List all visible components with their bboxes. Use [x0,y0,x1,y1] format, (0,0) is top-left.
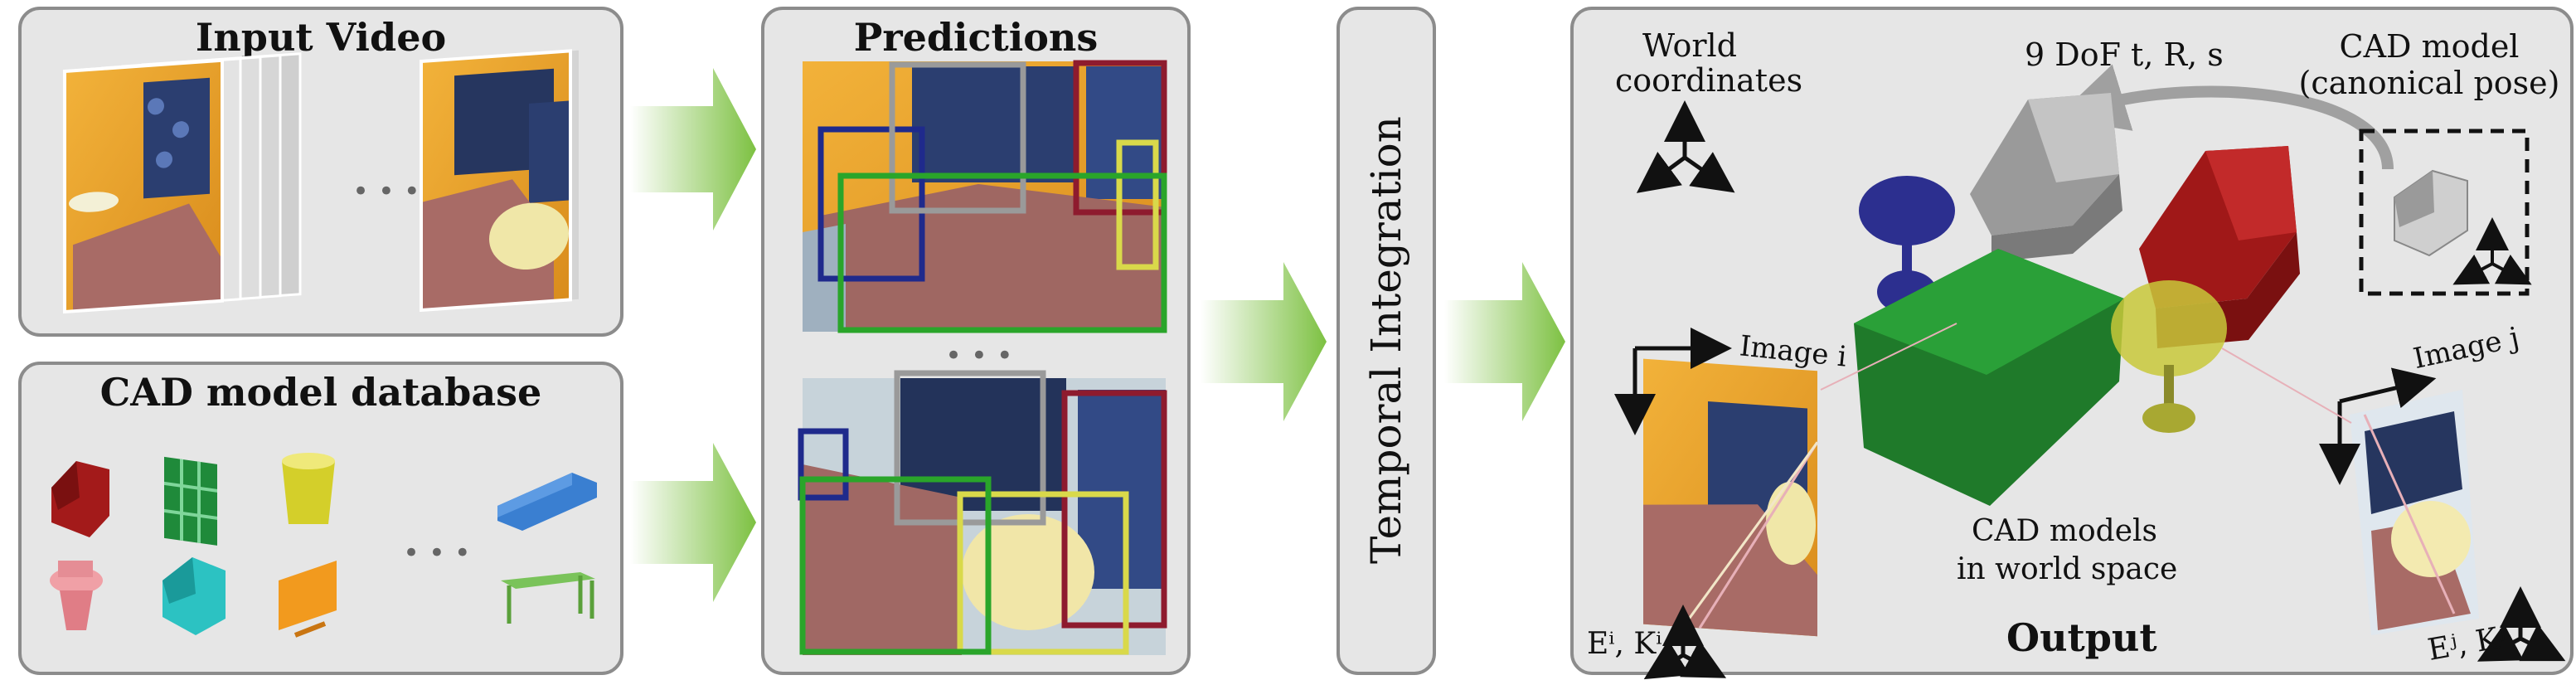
video-ellipsis: • • • [352,175,420,208]
canonical-chair [2394,169,2468,257]
input-video-title: Input Video [195,15,447,60]
canonical-pose-box [2359,129,2530,296]
predictions-title: Predictions [853,15,1099,60]
video-frame-last [420,49,579,313]
canonical-axes-icon [2452,217,2532,285]
cad-thumb-blue-sofa [497,473,597,531]
pred-box-red-2 [1061,390,1167,629]
cad-thumb-orange-tv [279,561,337,638]
scene-yellow-table [2111,280,2227,433]
scene-green-table [1854,249,2124,506]
pred-box-blue [817,126,925,282]
cad-thumb-green-shelf [164,456,217,546]
prediction-image-top [803,60,1167,333]
image-j-frame-axes [2319,367,2437,485]
cad-world-line1: CAD models [1972,514,2157,548]
output-image-i [1643,358,1819,637]
projection-line-j [2221,347,2352,424]
pred-box-blue-2 [798,428,849,501]
projection-line-i [1820,323,1957,391]
extrinsics-i-label: Eⁱ, Kⁱ [1587,627,1662,661]
pred-box-yellow-2 [957,491,1129,655]
cad-world-space-label: CAD models in world space [1957,512,2178,589]
world-coordinates-label: World coordinates [1615,27,1803,99]
image-i-frame-axes [1614,328,1732,435]
cad-thumb-green-desk [501,572,595,624]
pred-box-gray [889,61,1026,214]
flow-arrow-temporal-to-output [1444,262,1565,421]
cad-database-title: CAD model database [99,370,542,415]
pred-box-yellow [1116,139,1159,270]
dof-arrow [2055,64,2394,170]
cad-ellipsis: • • • [403,537,471,570]
video-frame-front [63,58,224,314]
temporal-integration-panel [1337,7,1436,675]
output-image-j [2350,390,2479,635]
video-frame-stack [63,52,302,314]
cad-thumb-teal-armchair [163,557,226,635]
scene-gray-chair [1970,93,2122,262]
cad-model-line2: (canonical pose) [2298,65,2560,101]
dof-label: 9 DoF t, R, s [2025,36,2224,73]
flow-arrow-cad-to-predictions [630,443,756,602]
world-coordinates-line2: coordinates [1615,62,1803,99]
world-axes-icon [1636,100,1735,193]
flow-arrow-input-to-predictions [630,68,756,231]
output-title: Output [2006,615,2157,660]
world-coordinates-line1: World [1642,27,1737,64]
pred-box-gray-2 [894,370,1046,526]
cad-model-line1: CAD model [2339,28,2520,65]
cad-world-line2: in world space [1957,552,2178,586]
predictions-ellipsis: • • • [945,339,1013,372]
cad-thumb-red-chair [51,461,109,537]
cad-thumb-yellow-bin [282,453,335,524]
cad-thumb-pink-toilet [50,561,103,630]
flow-arrow-predictions-to-temporal [1201,262,1327,421]
extrinsics-i-axes [1643,605,1727,680]
pred-box-green-2 [799,476,992,655]
prediction-image-bottom [798,370,1167,655]
pred-box-green [837,172,1167,333]
cad-model-canonical-label: CAD model (canonical pose) [2288,28,2570,101]
extrinsics-j-axes [2477,586,2566,662]
